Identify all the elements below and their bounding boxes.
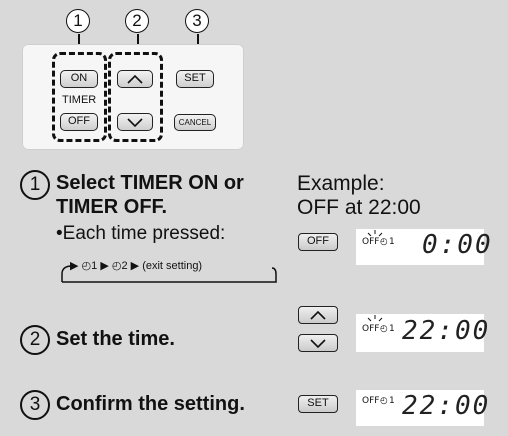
callout-2-leader [137,34,139,52]
display-1-time: 0:00 [422,230,493,260]
clock-icon: ◴ [380,237,388,247]
display-3-label: OFF [362,396,380,406]
step1-number: 1 [20,170,50,200]
display-2-time: 22:00 [402,316,491,346]
step3-title: Confirm the setting. [56,393,245,415]
step1-each-time: •Each time pressed: [56,223,226,244]
display-2-label: OFF [362,324,380,334]
step2-number: 2 [20,325,50,355]
display-1-label: OFF [362,237,380,247]
example-value: OFF at 22:00 [297,196,421,219]
display-3: OFF ◴ 1 22:00 [356,390,488,426]
arrow-right-icon: ▶ [100,260,109,272]
display-3-timer: 1 [389,396,395,406]
clock-icon: ◴ [380,324,388,334]
step3-number: 3 [20,390,50,420]
up-button-example[interactable] [298,306,338,324]
down-arrow-icon [127,118,143,128]
timer-off-button[interactable]: OFF [60,113,98,131]
set-button[interactable]: SET [298,395,338,413]
dashed-group-timer [52,52,107,142]
display-3-time: 22:00 [402,391,491,421]
blink-icon [367,315,383,322]
clock-icon: ◴ [111,260,122,272]
down-button[interactable] [117,113,153,131]
cycle-exit-label: (exit setting) [142,260,203,272]
cycle-loop-icon [61,265,277,283]
down-arrow-icon [310,339,326,349]
callout-1: 1 [66,9,90,33]
timer-label: TIMER [62,94,97,106]
display-2-timer: 1 [389,324,395,334]
clock-icon: ◴ [81,260,92,272]
cycle-timer1: 1 [91,260,98,272]
callout-1-leader [78,34,80,52]
display-2: OFF ◴ 1 22:00 [356,314,488,352]
timer-on-button[interactable]: ON [60,70,98,88]
step2-title: Set the time. [56,328,175,350]
up-button[interactable] [117,70,153,88]
blink-icon [367,230,383,237]
step1-title-line2: TIMER OFF. [56,196,168,218]
cancel-button-remote[interactable]: CANCEL [174,114,216,131]
up-arrow-icon [127,74,143,84]
display-1: OFF ◴ 1 0:00 [356,229,491,265]
callout-3: 3 [185,9,209,33]
dashed-group-arrows [108,52,163,142]
off-button[interactable]: OFF [298,233,338,251]
arrow-right-icon: ▶ [70,260,79,272]
clock-icon: ◴ [380,396,388,406]
set-button-remote[interactable]: SET [176,70,214,88]
cycle-row: ▶ ◴1 ▶ ◴2 ▶ (exit setting) [70,259,280,272]
example-heading: Example: [297,172,385,195]
up-arrow-icon [310,310,326,320]
display-1-timer: 1 [389,237,395,247]
arrow-right-icon: ▶ [130,260,140,272]
cycle-timer2: 2 [121,260,128,272]
down-button-example[interactable] [298,334,338,352]
callout-2: 2 [125,9,149,33]
remote-panel [22,44,244,150]
step1-title-line1: Select TIMER ON or [56,172,244,194]
